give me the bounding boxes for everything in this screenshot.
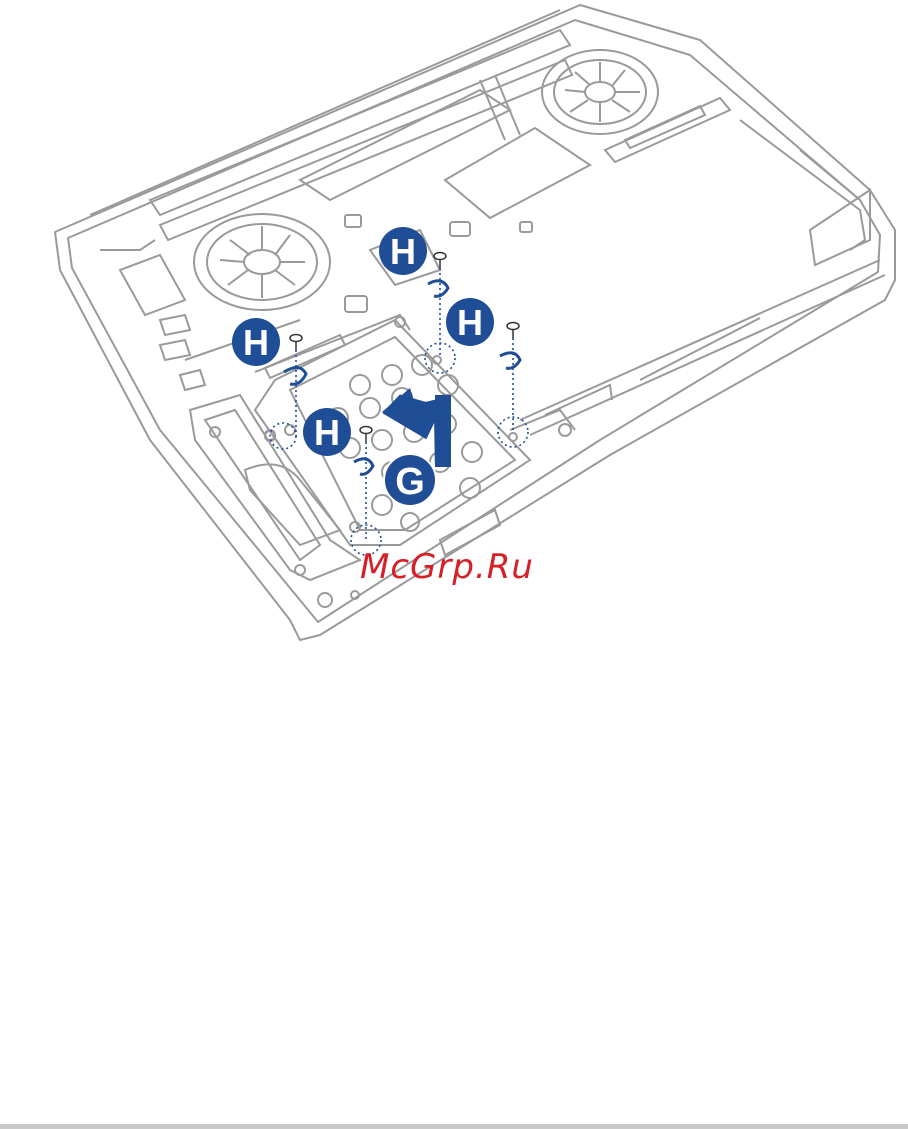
- screw-callout-3: H: [446, 298, 494, 346]
- callout-label: H: [457, 302, 483, 343]
- lift-callout: G: [384, 454, 436, 506]
- screw-callout-1: H: [232, 318, 280, 366]
- callout-label: H: [390, 231, 416, 272]
- screw-callout-2: H: [379, 227, 427, 275]
- callout-label: G: [395, 461, 425, 503]
- screw-callout-4: H: [303, 408, 351, 456]
- watermark: McGrp.Ru: [360, 545, 580, 589]
- right-fan: [542, 50, 658, 134]
- motherboard-components: [120, 98, 885, 435]
- callout-label: H: [243, 322, 269, 363]
- left-fan: [194, 214, 330, 310]
- page-bottom-rule: [0, 1124, 908, 1129]
- callout-label: H: [314, 412, 340, 453]
